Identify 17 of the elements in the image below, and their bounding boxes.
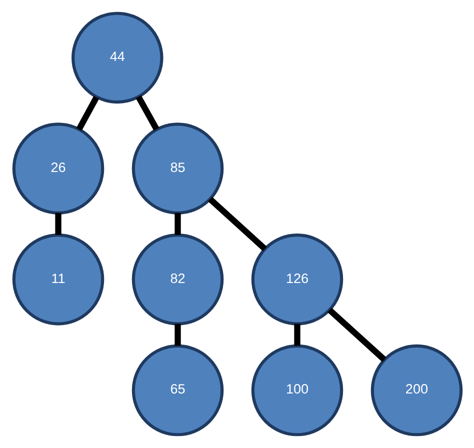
- connector: [294, 324, 300, 346]
- node-circle: 82: [131, 234, 224, 326]
- connector: [327, 308, 386, 362]
- node-circle: 85: [131, 122, 224, 214]
- connector: [208, 196, 266, 252]
- node-circle: 65: [131, 344, 224, 436]
- connector: [76, 96, 99, 131]
- node-circle: 126: [250, 234, 343, 326]
- node-circle: 44: [71, 12, 163, 104]
- node-circle: 11: [12, 234, 104, 326]
- connector: [174, 324, 180, 346]
- node-circle: 100: [250, 344, 343, 436]
- connector: [54, 212, 61, 235]
- node-circle: 200: [370, 344, 462, 436]
- node-circle: 26: [12, 122, 104, 214]
- connector: [174, 212, 180, 235]
- connector: [135, 95, 159, 131]
